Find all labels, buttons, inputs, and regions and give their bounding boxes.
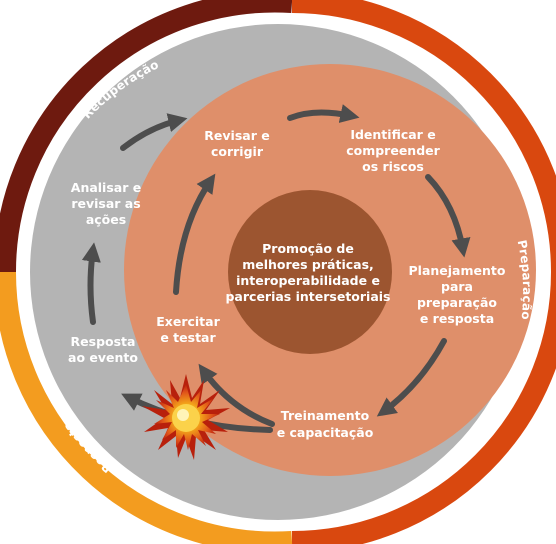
- center-text: Promoção de melhores práticas, interoper…: [225, 241, 390, 304]
- svg-text:e testar: e testar: [160, 330, 216, 345]
- arrow-analisar-to-revisar: [120, 113, 188, 151]
- svg-text:e capacitação: e capacitação: [277, 425, 374, 440]
- svg-text:melhores práticas,: melhores práticas,: [242, 257, 374, 272]
- svg-text:Identificar e: Identificar e: [350, 127, 435, 142]
- ring-preparacao: [291, 0, 556, 544]
- svg-text:Planejamento: Planejamento: [409, 263, 506, 278]
- svg-text:ao evento: ao evento: [68, 350, 138, 365]
- svg-text:os riscos: os riscos: [362, 159, 424, 174]
- svg-text:e resposta: e resposta: [420, 311, 494, 326]
- label-revisar: Revisar e corrigir: [204, 128, 269, 159]
- svg-text:Promoção de: Promoção de: [262, 241, 354, 256]
- svg-text:compreender: compreender: [346, 143, 440, 158]
- arrow-exercitar-to-revisar: [173, 173, 216, 295]
- ring-resposta: [0, 271, 293, 544]
- svg-text:Exercitar: Exercitar: [156, 314, 220, 329]
- arrow-identificar-to-planejamento: [425, 174, 471, 258]
- svg-text:Resposta: Resposta: [71, 334, 136, 349]
- label-exercitar: Exercitar e testar: [156, 314, 220, 345]
- arrow-resposta-to-analisar: [81, 242, 101, 325]
- svg-text:para: para: [441, 279, 473, 294]
- label-analisar: Analisar e revisar as ações: [71, 180, 141, 227]
- label-treinamento: Treinamento e capacitação: [277, 408, 374, 440]
- svg-text:Treinamento: Treinamento: [281, 408, 370, 423]
- svg-text:revisar as: revisar as: [71, 196, 140, 211]
- arrow-revisar-to-identificar: [287, 104, 360, 123]
- label-resposta-evento: Resposta ao evento: [68, 334, 138, 365]
- label-identificar: Identificar e compreender os riscos: [346, 127, 440, 174]
- svg-text:Revisar e: Revisar e: [204, 128, 269, 143]
- svg-text:interoperabilidade e: interoperabilidade e: [236, 273, 380, 288]
- ring-recuperacao: [0, 0, 293, 273]
- svg-text:Analisar e: Analisar e: [71, 180, 141, 195]
- svg-text:ações: ações: [86, 212, 126, 227]
- explosion-icon: [142, 374, 230, 460]
- label-planejamento: Planejamento para preparação e resposta: [409, 263, 506, 326]
- arrow-treinamento-to-exercitar: [198, 363, 275, 427]
- center-circle: [228, 190, 392, 354]
- svg-text:preparação: preparação: [417, 295, 497, 310]
- svg-text:corrigir: corrigir: [211, 144, 264, 159]
- svg-text:parcerias intersetoriais: parcerias intersetoriais: [225, 289, 390, 304]
- arrow-planejamento-to-treinamento: [376, 338, 447, 417]
